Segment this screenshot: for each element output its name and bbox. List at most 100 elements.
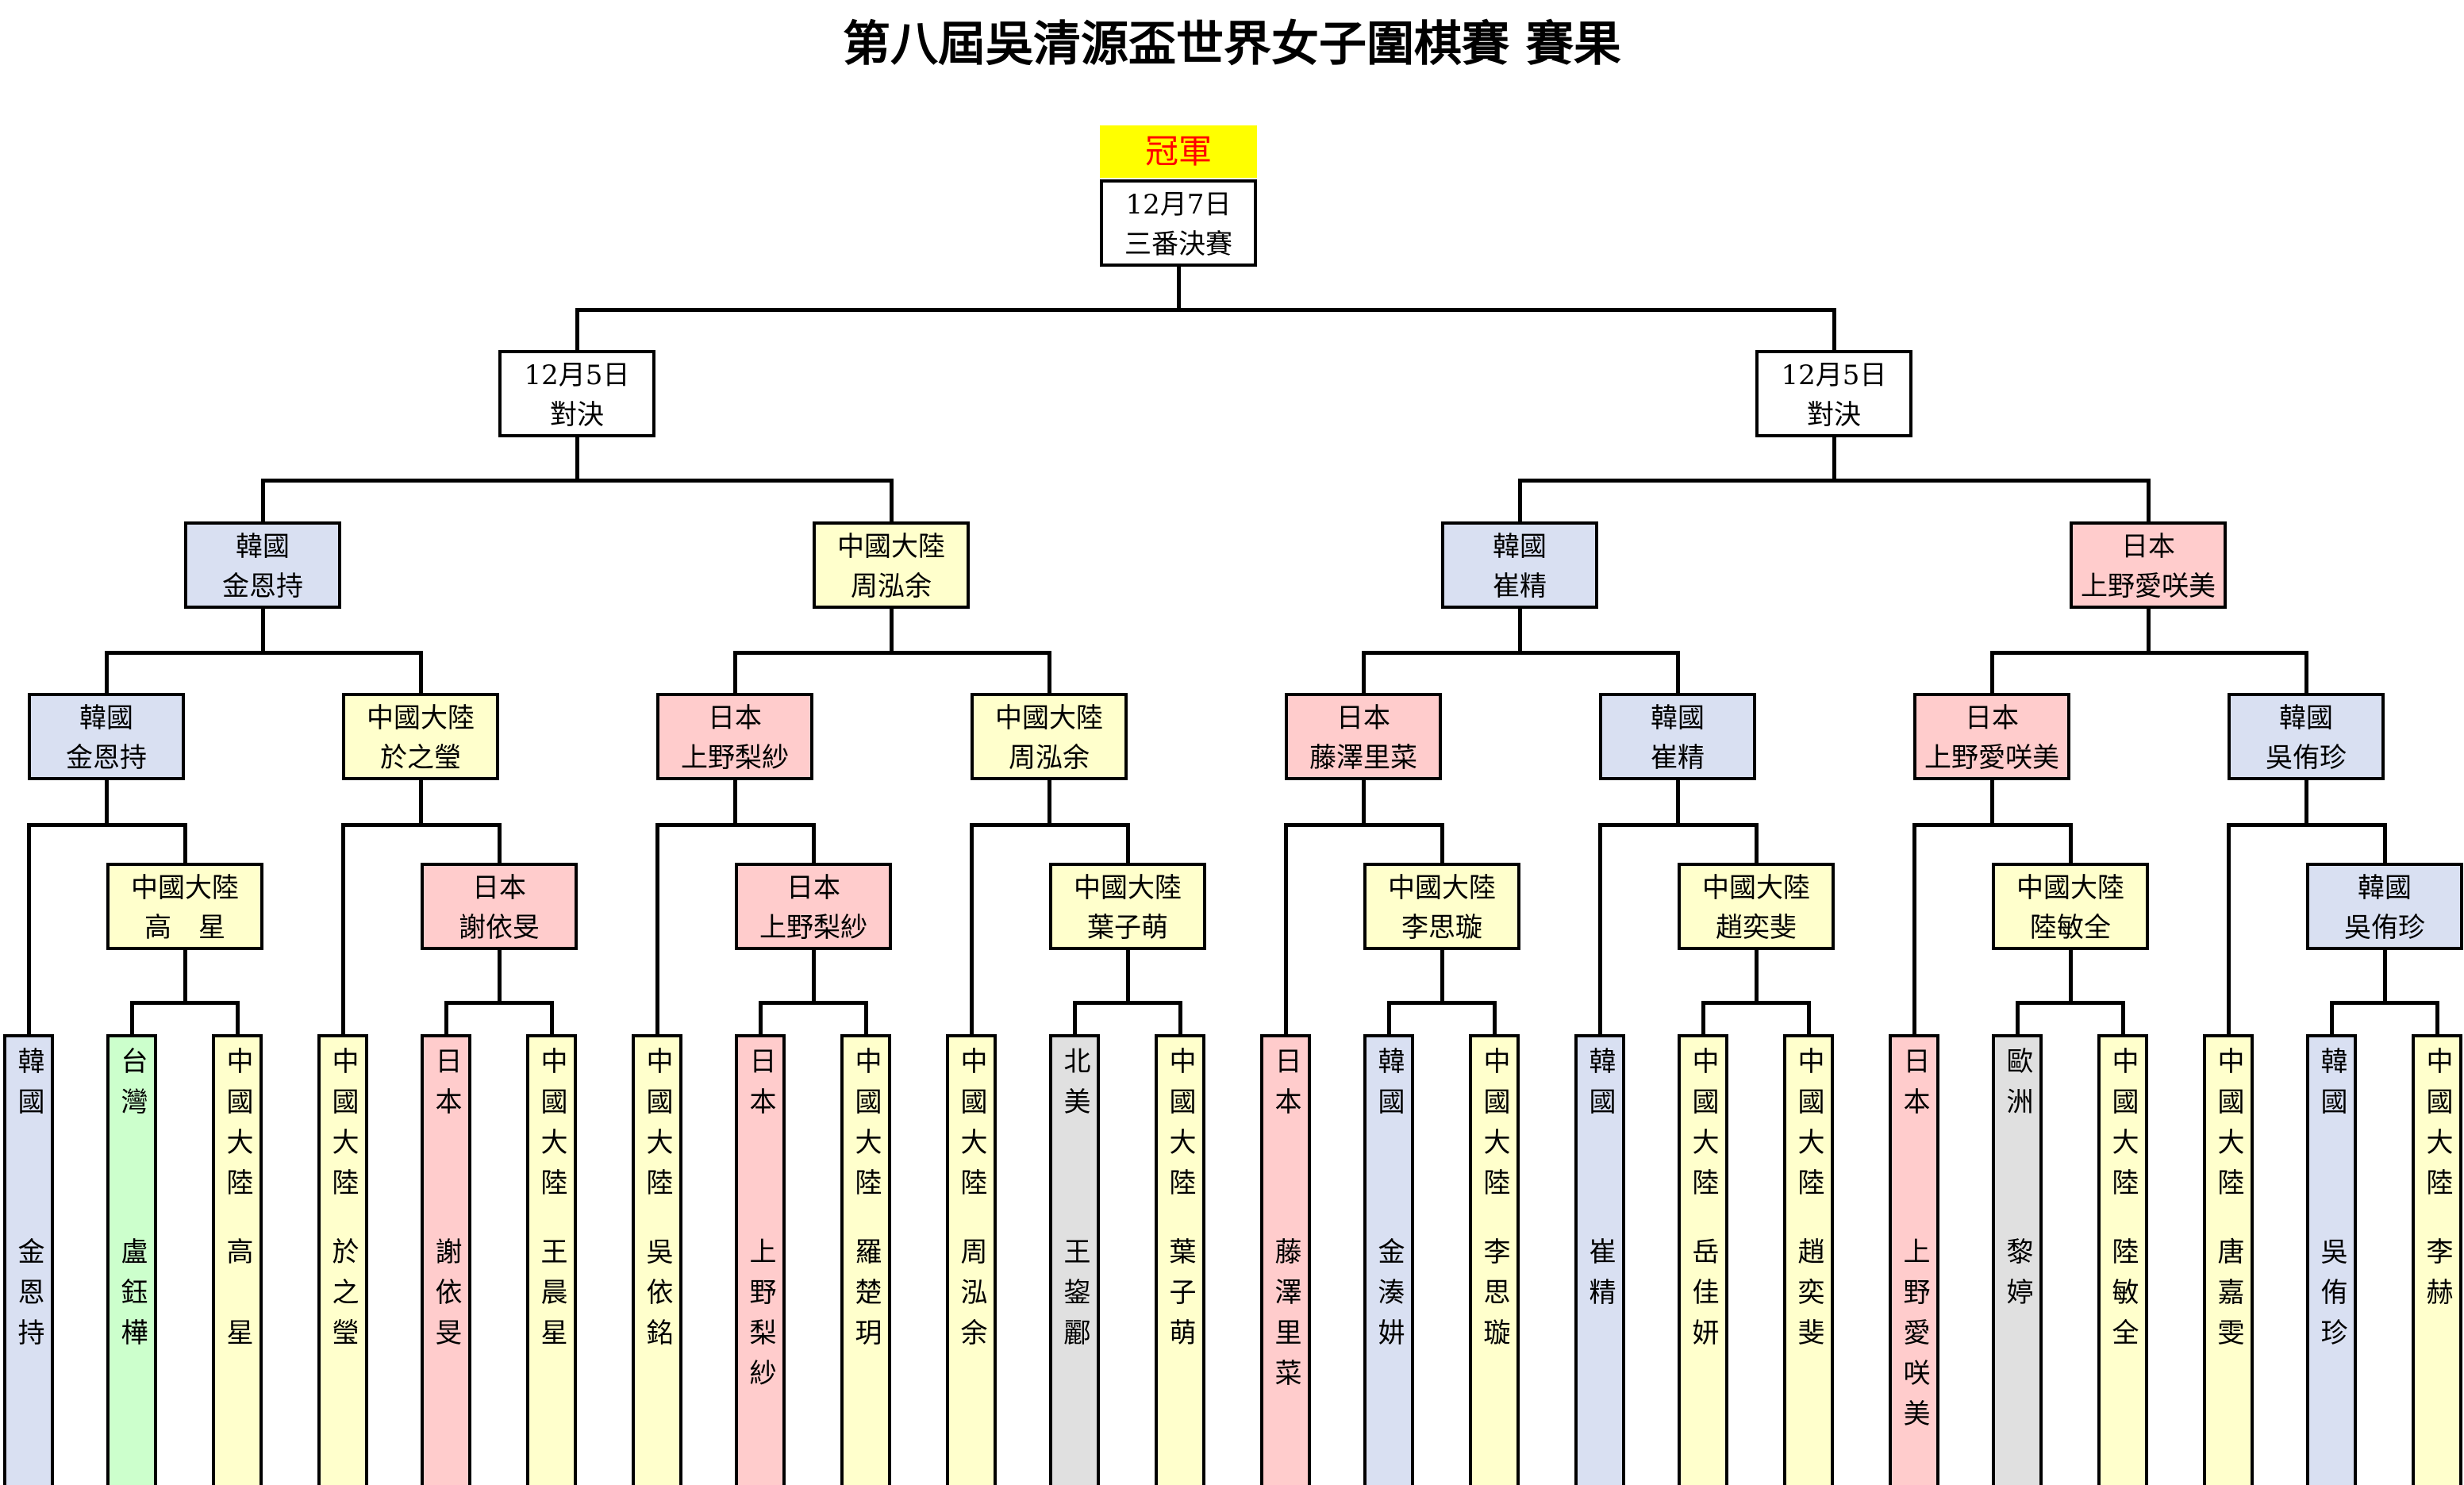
bracket-line — [26, 825, 31, 1037]
bracket-line — [758, 1000, 868, 1005]
bracket-line — [732, 650, 1051, 655]
player-name: 岳佳妍 — [1687, 1237, 1719, 1359]
round2-winner-box: 日本上野愛咲美 — [1913, 693, 2070, 780]
quarterfinal-winner-box: 韓國崔精 — [1441, 521, 1598, 609]
box-line-1: 韓國 — [79, 702, 133, 734]
player-name: 周泓余 — [955, 1237, 987, 1359]
player-name: 黎婷 — [2001, 1237, 2033, 1318]
bracket-line — [260, 609, 265, 655]
bracket-line — [444, 1002, 448, 1037]
box-line-2: 李思璇 — [1401, 912, 1482, 944]
round2-winner-box: 韓國金恩持 — [28, 693, 185, 780]
bracket-line — [1597, 822, 1759, 827]
player-entry: 中國大陸於之瑩 — [317, 1034, 368, 1485]
player-name: 上野愛咲美 — [1898, 1237, 1930, 1440]
box-line-1: 韓國 — [236, 531, 290, 563]
bracket-line — [1675, 779, 1680, 827]
box-line-2: 周泓余 — [1009, 742, 1090, 774]
player-name: 陸敏全 — [2107, 1237, 2139, 1359]
bracket-line — [1517, 480, 1522, 524]
bracket-line — [1806, 1002, 1811, 1037]
player-country: 中國大陸 — [221, 1047, 253, 1209]
box-line-2: 金恩持 — [66, 742, 147, 774]
player-entry: 中國大陸李赫 — [2412, 1034, 2462, 1485]
player-entry: 中國大陸羅楚玥 — [840, 1034, 891, 1485]
bracket-line — [1832, 310, 1836, 352]
box-line-1: 日本 — [2121, 531, 2175, 563]
box-line-2: 葉子萌 — [1087, 912, 1168, 944]
bracket-line — [1361, 650, 1680, 655]
bracket-line — [1912, 825, 1916, 1037]
player-entry: 歐洲黎婷 — [1992, 1034, 2043, 1485]
bracket-line — [575, 310, 579, 352]
bracket-line — [1517, 609, 1522, 655]
player-entry: 北美王鋆酈 — [1049, 1034, 1100, 1485]
player-country: 台灣 — [116, 1047, 148, 1128]
player-country: 韓國 — [13, 1047, 44, 1128]
player-name: 王鋆酈 — [1059, 1237, 1090, 1359]
box-line-2: 高 星 — [144, 912, 225, 944]
player-entry: 中國大陸周泓余 — [946, 1034, 997, 1485]
player-entry: 日本上野梨紗 — [735, 1034, 786, 1485]
box-line-2: 上野梨紗 — [759, 912, 867, 944]
player-entry: 中國大陸岳佳妍 — [1678, 1034, 1728, 1485]
bracket-line — [575, 437, 579, 483]
player-entry: 中國大陸唐嘉雯 — [2203, 1034, 2254, 1485]
box-line-1: 中國大陸 — [995, 702, 1103, 734]
box-line-2: 上野愛咲美 — [1924, 742, 2059, 774]
bracket-line — [1047, 652, 1051, 695]
bracket-line — [2304, 779, 2308, 827]
bracket-line — [1517, 478, 2151, 483]
bracket-line — [183, 825, 187, 865]
box-line-1: 日本 — [472, 872, 526, 904]
bracket-line — [1912, 822, 2073, 827]
player-entry: 日本上野愛咲美 — [1889, 1034, 1939, 1485]
bracket-line — [1361, 652, 1366, 695]
bracket-line — [444, 1000, 554, 1005]
bracket-line — [1492, 1002, 1497, 1037]
round1-winner-box: 中國大陸趙奕斐 — [1678, 863, 1835, 950]
player-country: 中國大陸 — [955, 1047, 987, 1209]
bracket-line — [1701, 1000, 1811, 1005]
box-line-2: 藤澤里菜 — [1309, 742, 1417, 774]
bracket-line — [969, 825, 974, 1037]
round1-winner-box: 中國大陸李思璇 — [1363, 863, 1520, 950]
round1-winner-box: 韓國吳侑珍 — [2306, 863, 2463, 950]
bracket-line — [1072, 1002, 1077, 1037]
box-line-1: 中國大陸 — [1702, 872, 1810, 904]
player-name: 李赫 — [2421, 1237, 2453, 1318]
bracket-line — [104, 779, 109, 827]
box-line-1: 12月5日 — [524, 360, 630, 391]
player-name: 謝依旻 — [430, 1237, 462, 1359]
player-country: 中國大陸 — [850, 1047, 882, 1209]
player-name: 王晨星 — [536, 1237, 567, 1359]
player-name: 唐嘉雯 — [2212, 1237, 2244, 1359]
box-line-1: 日本 — [1965, 702, 2019, 734]
box-line-1: 12月5日 — [1781, 360, 1887, 391]
bracket-line — [811, 825, 816, 865]
page-title: 第八屆吳清源盃世界女子圍棋賽 賽果 — [843, 17, 1621, 72]
player-country: 中國大陸 — [1164, 1047, 1196, 1209]
player-entry: 韓國金湊妌 — [1363, 1034, 1414, 1485]
player-entry: 日本藤澤里菜 — [1260, 1034, 1311, 1485]
bracket-line — [758, 1002, 763, 1037]
bracket-line — [1675, 652, 1680, 695]
semifinal-box: 12月5日對決 — [1755, 350, 1912, 437]
player-country: 歐洲 — [2001, 1047, 2033, 1128]
player-country: 中國大陸 — [327, 1047, 359, 1209]
bracket-line — [575, 307, 1836, 312]
bracket-line — [655, 825, 659, 1037]
round1-winner-box: 中國大陸陸敏全 — [1992, 863, 2149, 950]
box-line-2: 趙奕斐 — [1716, 912, 1797, 944]
round1-winner-box: 日本謝依旻 — [421, 863, 578, 950]
bracket-line — [1989, 652, 1994, 695]
box-line-1: 中國大陸 — [1388, 872, 1496, 904]
player-entry: 中國大陸葉子萌 — [1155, 1034, 1205, 1485]
box-line-1: 韓國 — [1493, 531, 1547, 563]
bracket-line — [1754, 825, 1759, 865]
player-name: 崔精 — [1584, 1237, 1616, 1318]
player-country: 韓國 — [2316, 1047, 2347, 1128]
bracket-line — [2015, 1000, 2125, 1005]
player-country: 中國大陸 — [2212, 1047, 2244, 1209]
bracket-line — [889, 480, 894, 524]
